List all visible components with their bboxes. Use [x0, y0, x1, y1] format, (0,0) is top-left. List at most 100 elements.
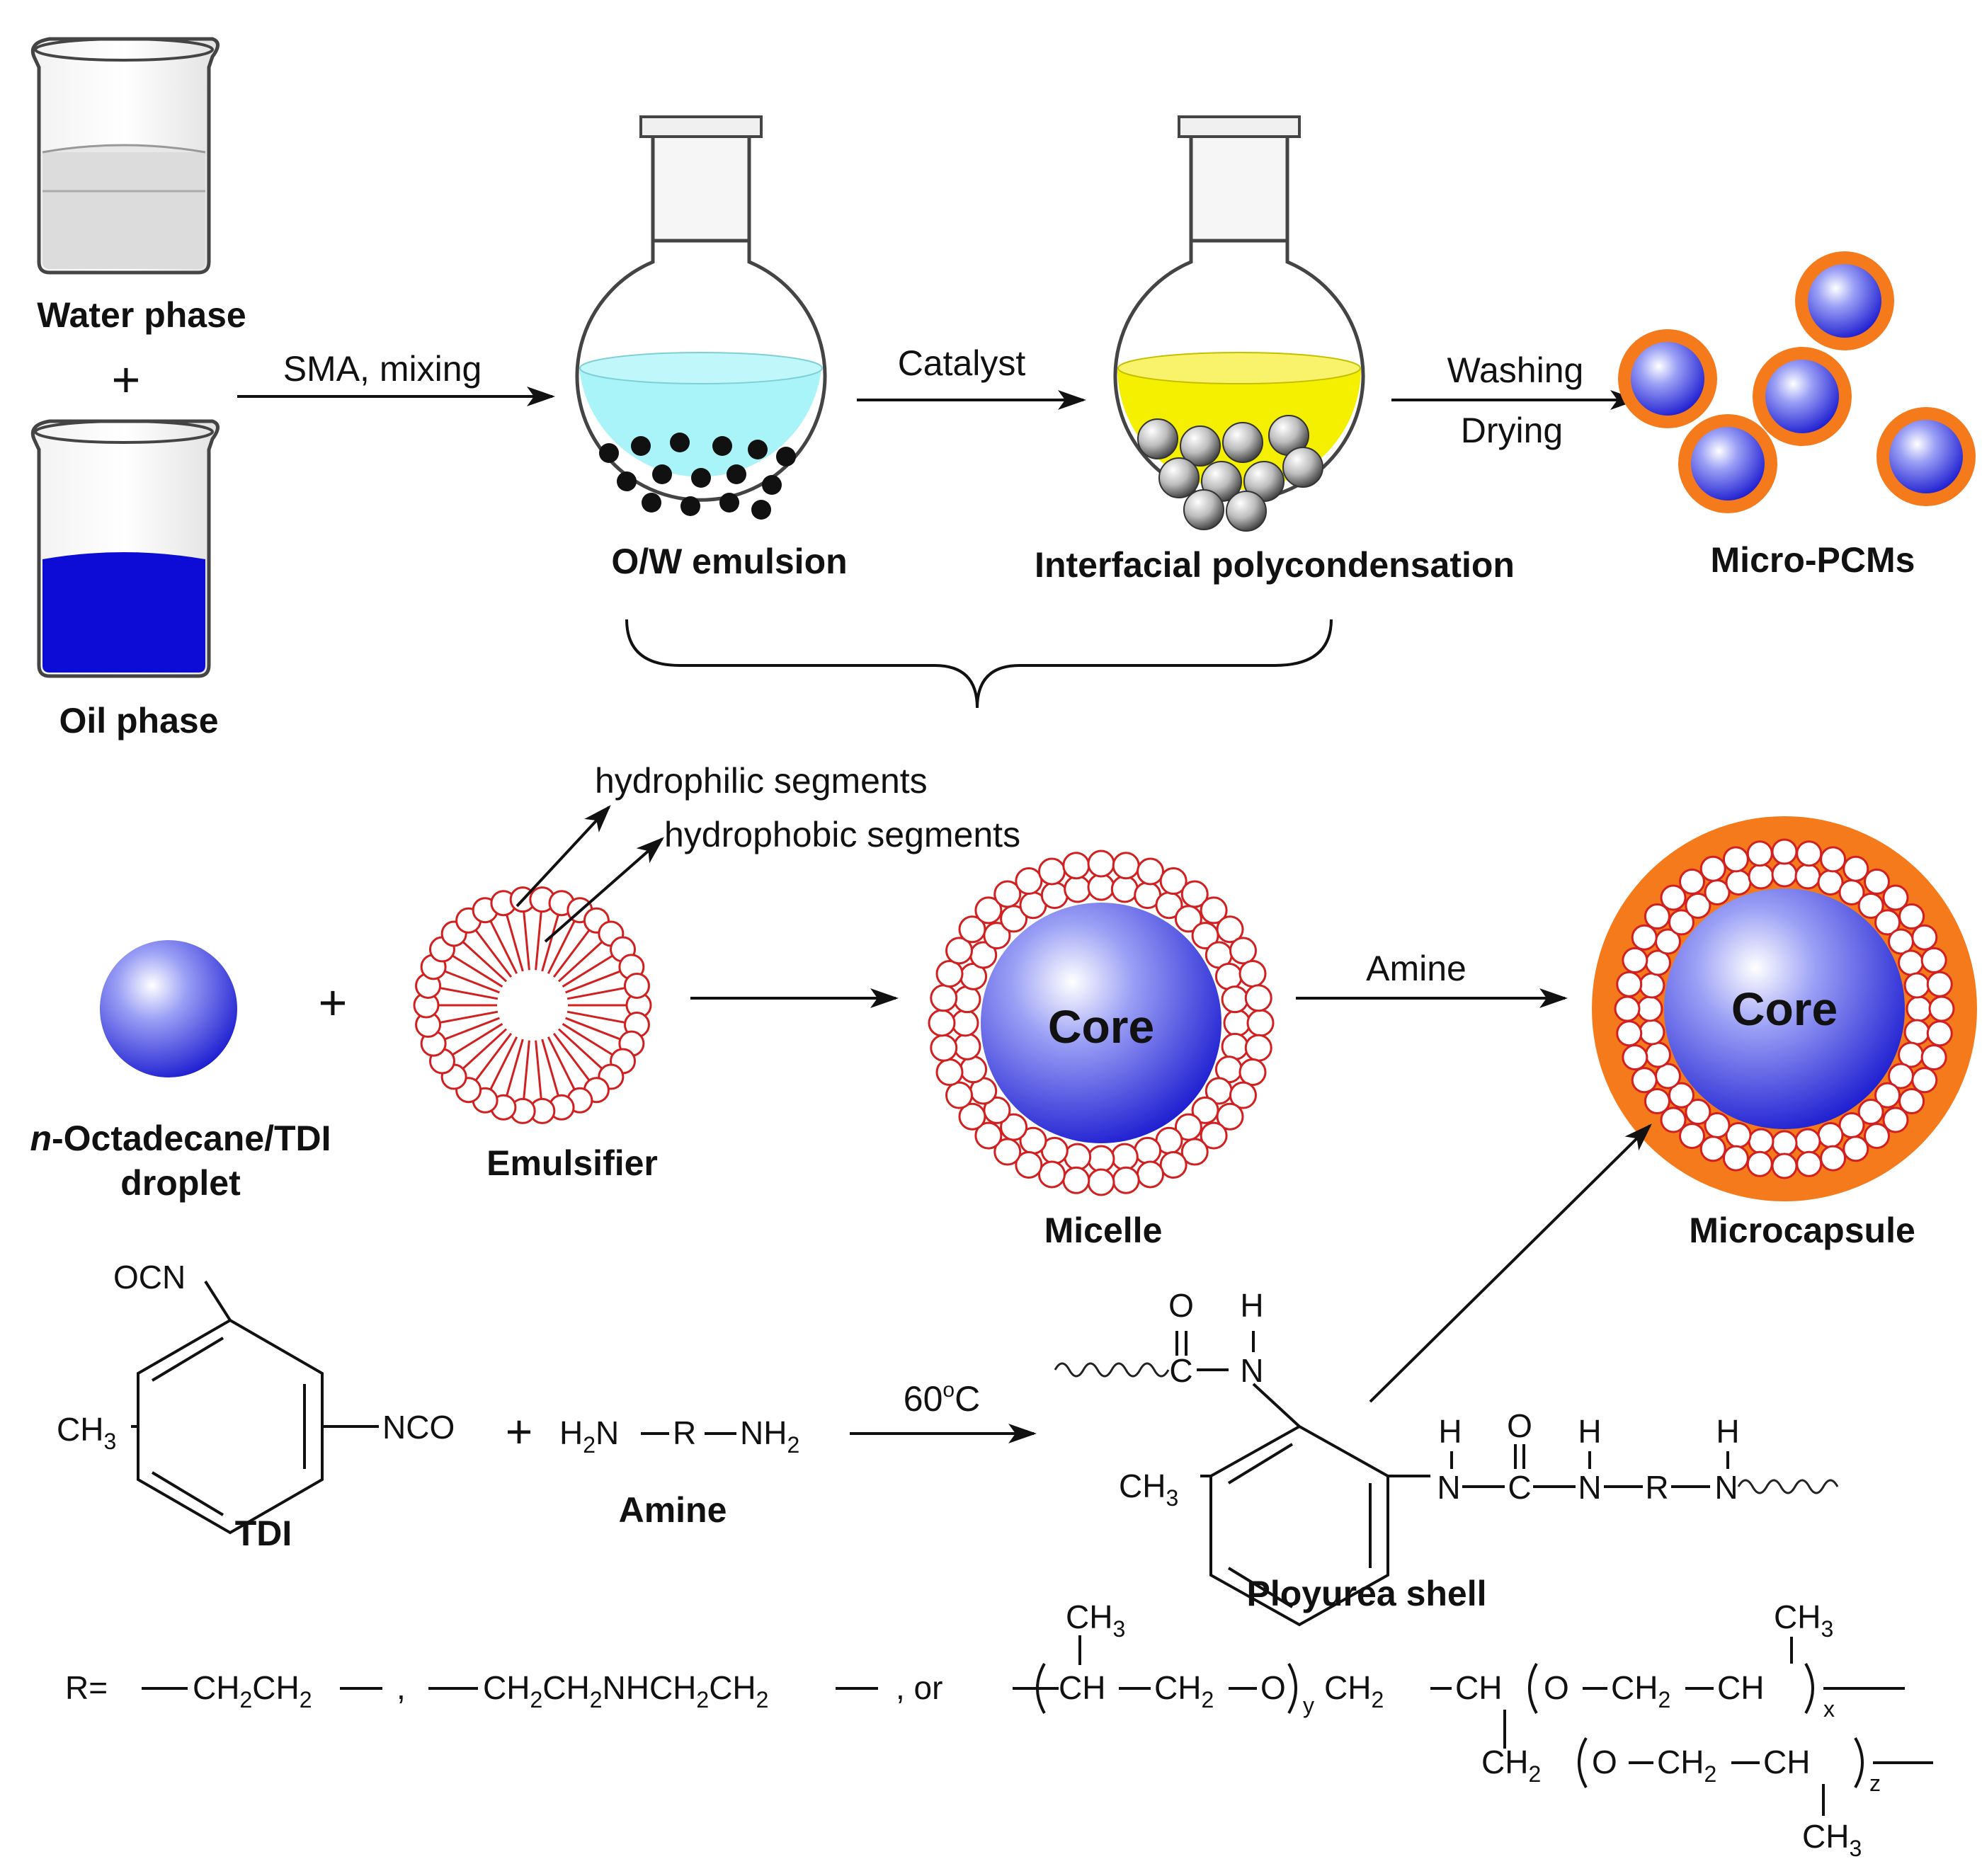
- or-text: , or: [896, 1669, 942, 1706]
- surfactant-tail: [557, 941, 603, 983]
- surfactant-head: [1229, 1081, 1257, 1109]
- surfactant-head: [1668, 909, 1695, 936]
- tdi-methyl: CH3: [57, 1411, 116, 1454]
- surfactant-head: [1616, 971, 1643, 997]
- surfactant-head: [945, 937, 974, 965]
- oil-phase-label: Oil phase: [59, 701, 218, 740]
- r3-ch-2: CH: [1455, 1669, 1502, 1706]
- plus-sign-middle: +: [319, 975, 348, 1030]
- oil-phase-beaker: [30, 419, 220, 678]
- oil-droplet: [652, 464, 672, 484]
- micelle-label: Micelle: [1044, 1211, 1163, 1250]
- droplet-label-line2: droplet: [120, 1163, 241, 1203]
- surfactant-head: [1863, 868, 1890, 895]
- pcm-core: [1765, 360, 1839, 433]
- surfactant-head: [1137, 1160, 1165, 1189]
- surfactant-tail: [547, 920, 576, 974]
- surfactant-tail: [566, 1010, 626, 1024]
- oil-droplet: [748, 440, 768, 459]
- r3-o-2: O: [1544, 1669, 1569, 1706]
- surfactant-head: [1926, 1020, 1953, 1047]
- r-group: R: [1645, 1469, 1668, 1506]
- microcapsule-emulsifier-layer: [1614, 838, 1955, 1179]
- surfactant-head: [1087, 1168, 1115, 1196]
- surfactant-tail: [565, 1017, 621, 1041]
- surfactant-head: [1820, 1145, 1847, 1172]
- arrow-mixing-label: SMA, mixing: [283, 349, 482, 389]
- surfactant-head: [1920, 1044, 1947, 1071]
- surfactant-head: [1622, 946, 1648, 973]
- surfactant-head: [1037, 857, 1066, 886]
- arrow-shell-to-capsule: [1369, 1123, 1652, 1403]
- nco-group: NCO: [382, 1409, 455, 1446]
- polymer-particle: [1226, 491, 1267, 532]
- surfactant-head: [1216, 915, 1244, 944]
- surfactant-head: [1200, 896, 1228, 925]
- surfactant-head: [1015, 1150, 1043, 1179]
- surfactant-head: [1725, 869, 1752, 896]
- surfactant-head: [928, 1009, 956, 1037]
- hydrophilic-pointer: [516, 805, 611, 908]
- surfactant-head: [1015, 867, 1043, 896]
- surfactant-head: [1668, 1082, 1695, 1109]
- oil-droplet: [776, 447, 796, 467]
- emulsifier-label: Emulsifier: [486, 1143, 658, 1183]
- surfactant-head: [1863, 1123, 1890, 1150]
- surfactant-head: [1920, 946, 1947, 973]
- svg-text:NH2: NH2: [740, 1414, 799, 1458]
- urea-h-2: H: [1578, 1413, 1601, 1450]
- oil-droplet: [599, 443, 619, 463]
- oil-droplet: [719, 493, 739, 513]
- surfactant-head: [1087, 873, 1115, 901]
- surfactant-head: [1644, 903, 1670, 930]
- surfactant-head: [953, 985, 981, 1014]
- surfactant-head: [1064, 875, 1092, 903]
- polymer-particle: [1282, 447, 1323, 488]
- micelle-core: [981, 903, 1221, 1143]
- surfactant-head: [974, 896, 1003, 925]
- amine-formula: H2N R NH2: [559, 1414, 799, 1458]
- arrow-washing-label: Washing: [1447, 350, 1584, 390]
- temperature-label: 60oC: [904, 1378, 980, 1419]
- emulsion-flask: [575, 115, 827, 502]
- oil-droplet: [642, 493, 661, 513]
- microcapsule-label: Microcapsule: [1689, 1211, 1915, 1250]
- surfactant-head: [951, 1009, 979, 1037]
- surfactant-head: [1229, 937, 1257, 965]
- r3-ch2-5: CH2: [1657, 1744, 1716, 1787]
- surfactant-head: [1898, 903, 1925, 930]
- surfactant-head: [1748, 863, 1775, 890]
- pcm-core: [1631, 342, 1704, 416]
- r3-o-3: O: [1592, 1744, 1617, 1780]
- r3-ch2-2: CH2: [1324, 1669, 1384, 1712]
- surfactant-head: [930, 984, 958, 1012]
- surfactant-head: [1221, 1032, 1249, 1060]
- surfactant-tail: [523, 1040, 530, 1099]
- tdi-label: TDI: [235, 1514, 292, 1553]
- surfactant-head: [1221, 985, 1249, 1014]
- surfactant-head: [1660, 1106, 1687, 1133]
- surfactant-head: [1820, 846, 1847, 873]
- surfactant-head: [1722, 846, 1749, 873]
- carbonyl-o-1: O: [1168, 1287, 1194, 1324]
- surfactant-tail: [489, 1036, 518, 1090]
- plus-sign-reaction: +: [506, 1405, 533, 1458]
- oil-droplet: [617, 471, 637, 491]
- surfactant-head: [1246, 1009, 1275, 1037]
- urea-o: O: [1507, 1407, 1532, 1444]
- r3-ch2-3: CH2: [1611, 1669, 1670, 1712]
- surfactant-head: [959, 1056, 988, 1084]
- surfactant-head: [1679, 1123, 1706, 1150]
- surfactant-tail: [474, 929, 513, 978]
- surfactant-head: [1064, 1143, 1092, 1171]
- surfactant-head: [1622, 1044, 1648, 1071]
- surfactant-tail: [562, 1023, 613, 1056]
- hydrophilic-label: hydrophilic segments: [595, 761, 928, 801]
- r3-x-index: x: [1823, 1696, 1835, 1722]
- polymer-particle: [1180, 425, 1221, 467]
- surfactant-head: [1110, 875, 1139, 903]
- r3-z-index: z: [1869, 1771, 1881, 1796]
- surfactant-head: [1639, 972, 1665, 999]
- surfactant-tail: [439, 1010, 499, 1024]
- r3-methyl-2: CH3: [1774, 1598, 1833, 1642]
